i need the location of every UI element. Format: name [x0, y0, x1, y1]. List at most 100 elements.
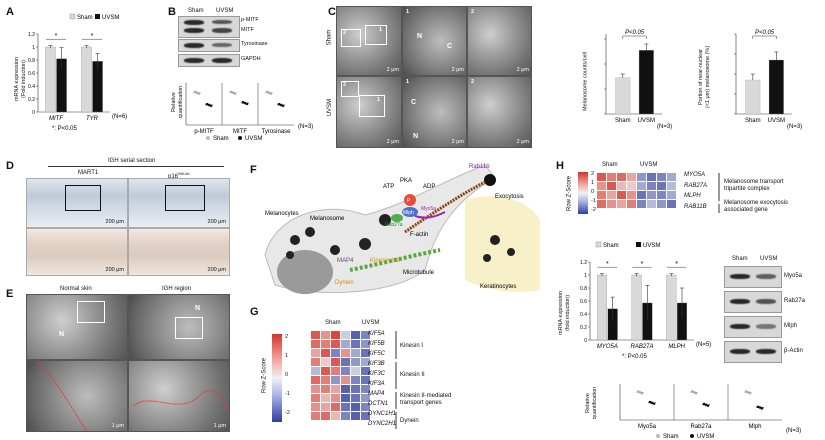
heatmap-cell	[340, 402, 351, 412]
gene-label: RAB27A	[684, 182, 708, 189]
heatmap-cell	[616, 181, 627, 191]
panel-b-n: (N=3)	[298, 124, 313, 130]
nucleus-label: N	[417, 33, 423, 40]
blot-band	[730, 274, 750, 279]
heatmap-cell	[626, 199, 637, 209]
panel-e-label: E	[6, 288, 14, 300]
label-rab27a: Rab27a	[385, 222, 403, 228]
heatmap-row	[310, 357, 371, 367]
panel-e-igh-high: 1 μm	[128, 360, 230, 432]
heatmap-cell	[340, 330, 351, 340]
panel-c-em-uvsm-zoom2: 2 2 μm	[467, 76, 532, 148]
panel-g-group-kinesin1: Kinesin I	[400, 343, 424, 349]
panel-h-label: H	[556, 160, 564, 172]
gene-label: MAP4	[368, 391, 385, 397]
sig-star: *	[641, 261, 644, 268]
heatmap-cell	[320, 357, 331, 367]
heatmap-cell	[606, 190, 617, 200]
panel-b-col-uvsm: UVSM	[216, 8, 234, 14]
panel-b-label-pmitf: p-MITF	[241, 17, 259, 23]
panel-c-em-sham-zoom2: 2 2 μm	[467, 6, 532, 76]
label-atp: ATP	[383, 184, 394, 190]
legend-swatch-uvsm	[636, 242, 641, 247]
melanosome-dot	[490, 235, 500, 245]
panel-g-heatmap	[310, 330, 371, 421]
scale-tick-label: -2	[285, 410, 290, 416]
legend-swatch-sham	[69, 13, 76, 20]
heatmap-cell	[320, 339, 331, 349]
blot-band	[730, 299, 750, 304]
myo5a-shape	[414, 211, 446, 219]
panel-h-col-sham: Sham	[602, 162, 618, 168]
heatmap-cell	[666, 199, 677, 209]
panel-f-diagram: Melanocytes Melanosome MAP4 Dynein Kines…	[264, 164, 540, 294]
melanosome-dot	[305, 227, 315, 237]
panel-c-n2: (N=3)	[787, 124, 802, 130]
inset-1-label: 1	[379, 27, 383, 33]
heatmap-cell	[636, 181, 647, 191]
heatmap-cell	[320, 393, 331, 403]
heatmap-cell	[330, 348, 341, 358]
western-blot	[724, 341, 782, 363]
sig-star: *	[675, 261, 678, 268]
label-melanosome: Melanosome	[310, 216, 345, 222]
x-tick-label: MITF	[49, 116, 63, 122]
blot-band	[756, 299, 776, 304]
label-myo5a: Myo5a	[421, 206, 436, 212]
bar-uvsm	[768, 59, 784, 115]
melanosome-dot	[484, 174, 496, 186]
mlph-shape	[402, 207, 418, 217]
heatmap-cell	[646, 190, 657, 200]
panel-e-normal-outline	[36, 361, 88, 431]
heatmap-cell	[350, 330, 361, 340]
panel-c-label: C	[328, 6, 336, 18]
panel-h-group-exocytosis: Melanosome exocytosis associated gene	[724, 200, 789, 213]
heatmap-row	[310, 330, 371, 340]
panel-h-colorscale	[578, 172, 588, 214]
heatmap-cell	[606, 172, 617, 182]
scale-bar-label: 200 μm	[207, 267, 226, 273]
scale-bar-label: 2 μm	[516, 67, 529, 73]
x-tick-label: MLPH	[668, 344, 685, 350]
panel-c-row-uvsm: UVSM	[327, 98, 334, 117]
panel-b-label-mitf: MITF	[241, 27, 254, 33]
bar-sham	[615, 77, 631, 115]
heatmap-cell	[656, 199, 667, 209]
scale-tick-label: -1	[591, 198, 596, 204]
x-tick-label: p-MITF	[194, 129, 214, 135]
panel-e-igh-low: N	[128, 294, 230, 360]
heatmap-cell	[666, 172, 677, 182]
melanosome-dot	[330, 245, 340, 255]
label-melanocytes: Melanocytes	[265, 211, 299, 217]
western-blot	[724, 291, 782, 313]
x-tick-label: Tyrosinase	[261, 129, 291, 135]
melanosome-dot	[290, 235, 300, 245]
heatmap-cell	[340, 411, 351, 421]
heatmap-cell	[350, 348, 361, 358]
x-tick-label: Sham	[745, 118, 761, 124]
nucleus-label: N	[59, 331, 65, 338]
y-tick-label: 1.2	[580, 260, 587, 266]
inset-1-label: 1	[377, 97, 381, 103]
panel-h-group-brackets	[718, 173, 720, 213]
western-blot	[724, 266, 782, 288]
heatmap-cell	[596, 172, 607, 182]
panel-c-em-sham-zoom1: 1 N C 2 μm	[402, 6, 467, 76]
panel-f-label: F	[250, 164, 257, 176]
sig-star: *	[91, 33, 94, 40]
x-tick-label: TYR	[86, 116, 99, 122]
heatmap-cell	[350, 375, 361, 385]
gene-label: MYO5A	[684, 172, 706, 178]
panel-a-pnote: *: P<0.05	[52, 126, 78, 132]
x-tick-label: Mlph	[748, 424, 761, 430]
heatmap-cell	[350, 366, 361, 376]
panel-g-col-sham: Sham	[325, 320, 341, 326]
y-tick-label: 0.4	[28, 84, 35, 90]
scale-tick-label: 1	[285, 353, 289, 359]
y-tick-label: 0.2	[28, 97, 35, 103]
heatmap-cell	[656, 172, 667, 182]
